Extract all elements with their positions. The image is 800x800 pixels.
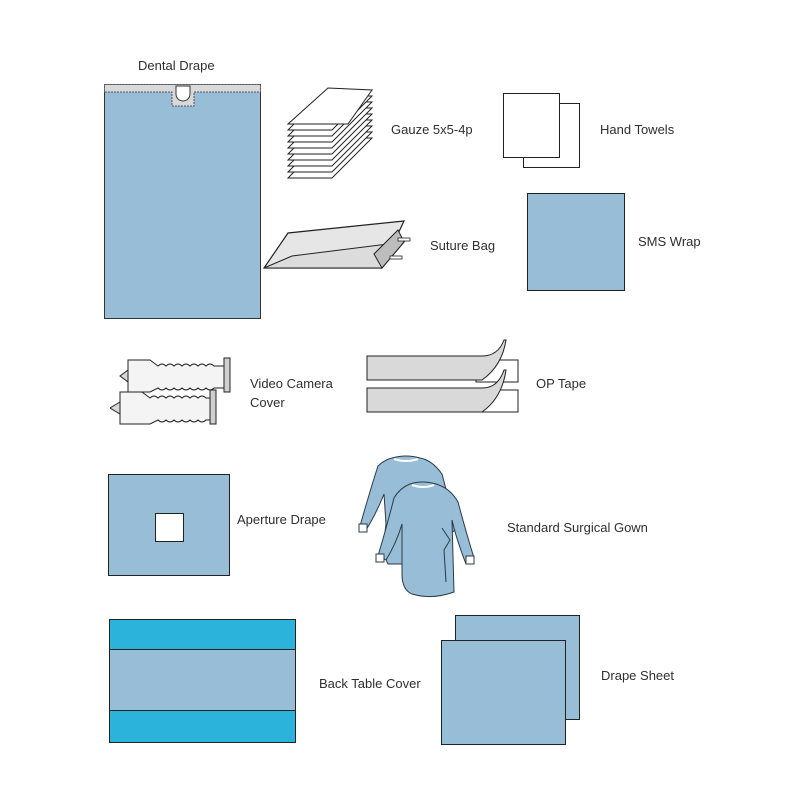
surgical-gown-label: Standard Surgical Gown (507, 520, 648, 535)
back-table-cover-icon (109, 619, 297, 744)
suture-bag-label: Suture Bag (430, 238, 496, 253)
back-table-cover-label: Back Table Cover (319, 676, 421, 691)
hand-towels-label: Hand Towels (600, 122, 675, 137)
op-tape-label: OP Tape (536, 376, 587, 391)
hand-towels-icon (503, 93, 583, 171)
video-camera-cover-label-line2: Cover (250, 395, 285, 410)
sms-wrap-label: SMS Wrap (638, 234, 701, 249)
drape-sheet-label: Drape Sheet (601, 668, 674, 683)
op-tape-icon (366, 338, 522, 416)
gauze-label: Gauze 5x5-4p (391, 122, 473, 137)
video-camera-cover-label-line1: Video Camera (250, 376, 333, 391)
drape-sheet-icon (440, 615, 582, 747)
suture-bag-icon (262, 216, 414, 272)
video-camera-cover-icon (110, 356, 236, 428)
surgical-gown-icon (358, 454, 476, 600)
sms-wrap-icon (527, 193, 626, 292)
dental-drape-icon (104, 84, 262, 320)
gauze-stack-icon (286, 86, 376, 182)
dental-drape-label: Dental Drape (138, 58, 215, 73)
aperture-drape-icon (108, 474, 232, 578)
aperture-drape-label: Aperture Drape (237, 512, 326, 527)
